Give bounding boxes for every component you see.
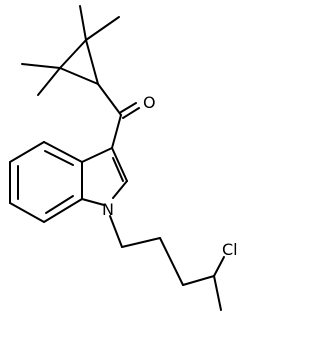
bond [97,83,122,116]
double-bond [44,150,74,166]
bond [37,67,61,96]
bond [21,63,61,69]
bond [213,256,225,277]
bond [182,275,215,286]
double-bond [120,102,137,113]
structure-canvas: O N Cl [9,5,238,311]
bond [79,5,87,41]
ketone-group [97,83,140,149]
bond [159,237,184,286]
bond [81,198,105,206]
bond [111,147,128,182]
bond [59,67,99,85]
bond [213,275,222,311]
nitrogen-label: N [102,200,114,219]
double-bond [45,195,74,214]
bond [112,180,128,199]
bond [43,141,83,163]
chloropentyl-chain [109,215,225,311]
bond [111,114,122,149]
bond [85,39,99,85]
bond [109,215,123,248]
pyrrole-ring [81,147,128,206]
bond [121,237,161,248]
structural-formula: O N Cl [9,5,238,311]
double-bond [112,157,124,182]
bond [81,147,113,163]
chlorine-label: Cl [222,240,238,259]
double-bond [122,107,140,119]
bond [9,202,45,223]
oxygen-label: O [143,93,156,112]
bond [9,141,45,163]
bond [59,39,87,69]
cyclopropane-ring [59,39,99,85]
benzene-ring [9,141,83,223]
bond [43,198,83,223]
bond [85,16,120,41]
methyl-substituents [21,5,120,96]
